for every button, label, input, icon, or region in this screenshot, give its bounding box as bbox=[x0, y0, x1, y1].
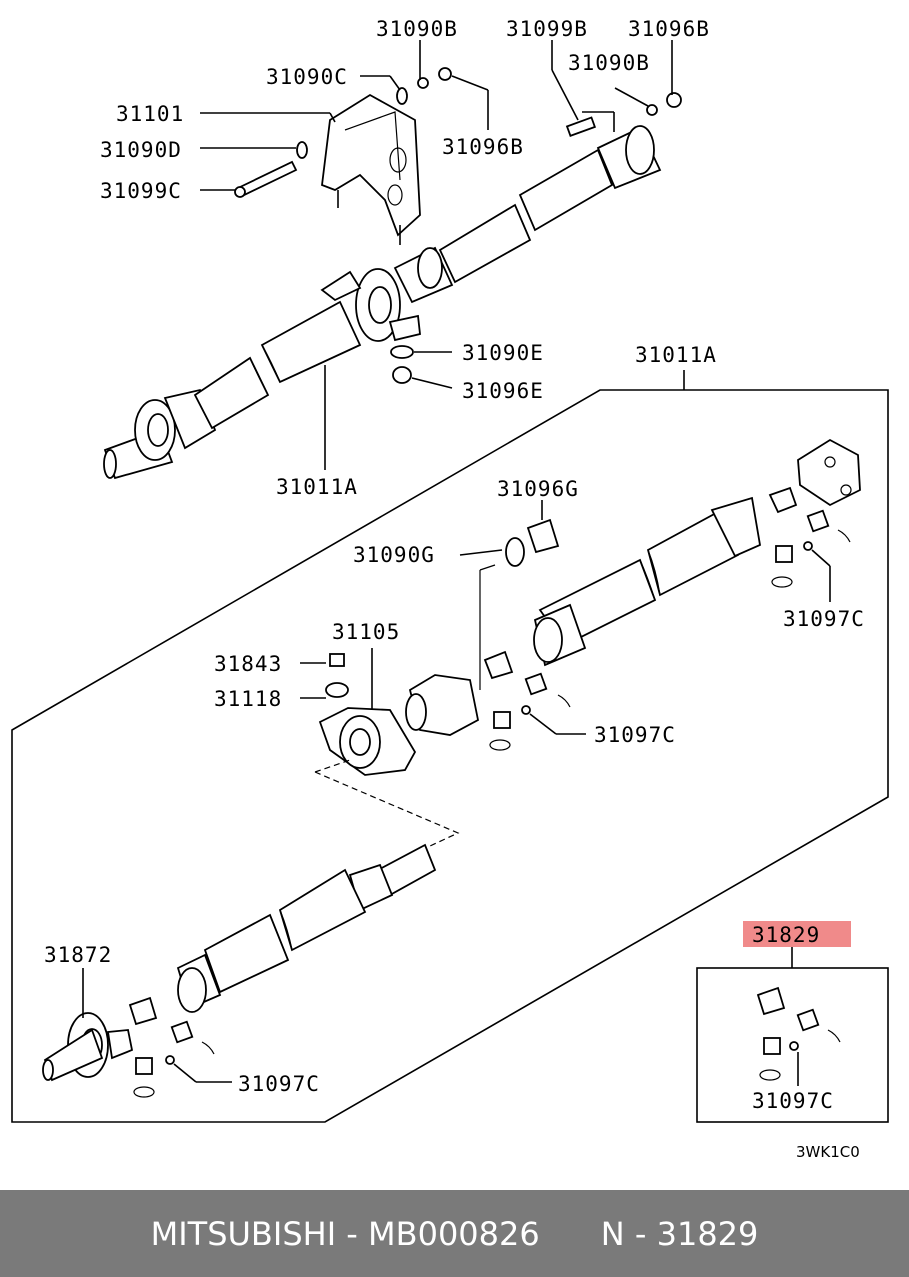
label-31843: 31843 bbox=[214, 652, 282, 676]
label-31097C-lower: 31097C bbox=[238, 1072, 320, 1096]
label-highlight-31829 bbox=[743, 921, 851, 947]
diagram-code: 3WK1C0 bbox=[796, 1143, 860, 1161]
label-31011A-shaft: 31011A bbox=[276, 475, 358, 499]
universal-joint-parts-upper bbox=[768, 486, 851, 602]
front-flange bbox=[42, 968, 134, 1082]
kit-box-31829 bbox=[696, 945, 889, 1123]
footer-part-number: MB000826 bbox=[368, 1214, 540, 1253]
label-31090B-top: 31090B bbox=[376, 17, 458, 41]
label-31872: 31872 bbox=[44, 943, 112, 967]
footer-gap bbox=[540, 1215, 601, 1253]
center-bearing bbox=[300, 648, 460, 847]
seals bbox=[459, 500, 560, 567]
slip-yoke bbox=[405, 564, 586, 751]
assembly-outline-31011A bbox=[11, 370, 889, 1123]
label-31090D: 31090D bbox=[100, 138, 182, 162]
bracket-31101 bbox=[321, 93, 421, 245]
footer-bar: MITSUBISHI - MB000826 N - 31829 bbox=[0, 1190, 909, 1277]
label-31096B-mid: 31096B bbox=[442, 135, 524, 159]
upper-propeller-shaft bbox=[103, 125, 662, 480]
label-31099C: 31099C bbox=[100, 179, 182, 203]
parts-diagram: 31090B 31099B 31096B 31090C 31090B 31101… bbox=[11, 17, 889, 1161]
rear-flange bbox=[797, 438, 861, 507]
label-31118: 31118 bbox=[214, 687, 282, 711]
top-hardware bbox=[234, 67, 682, 384]
label-31090C: 31090C bbox=[266, 65, 348, 89]
label-31096G: 31096G bbox=[497, 477, 579, 501]
part-labels: 31090B 31099B 31096B 31090C 31090B 31101… bbox=[44, 17, 865, 1161]
rear-shaft bbox=[533, 496, 762, 667]
label-31090E: 31090E bbox=[462, 341, 544, 365]
label-31829: 31829 bbox=[752, 923, 820, 947]
label-31097C-kit: 31097C bbox=[752, 1089, 834, 1113]
footer-ref-prefix: N - bbox=[600, 1214, 657, 1253]
label-31096B-top: 31096B bbox=[628, 17, 710, 41]
label-31101: 31101 bbox=[116, 102, 184, 126]
label-31097C-middle: 31097C bbox=[594, 723, 676, 747]
label-31090G: 31090G bbox=[353, 543, 435, 567]
universal-joint-parts-lower bbox=[128, 996, 232, 1098]
footer-brand: MITSUBISHI bbox=[150, 1214, 337, 1253]
label-31097C-right: 31097C bbox=[783, 607, 865, 631]
label-31099B: 31099B bbox=[506, 17, 588, 41]
footer-ref-number: 31829 bbox=[656, 1214, 759, 1253]
label-31105: 31105 bbox=[332, 620, 400, 644]
front-shaft bbox=[176, 843, 437, 1013]
top-leader-lines bbox=[200, 40, 673, 470]
footer-separator: - bbox=[336, 1214, 369, 1253]
label-31096E: 31096E bbox=[462, 379, 544, 403]
label-31011A-box: 31011A bbox=[635, 343, 717, 367]
label-31090B-right: 31090B bbox=[568, 51, 650, 75]
